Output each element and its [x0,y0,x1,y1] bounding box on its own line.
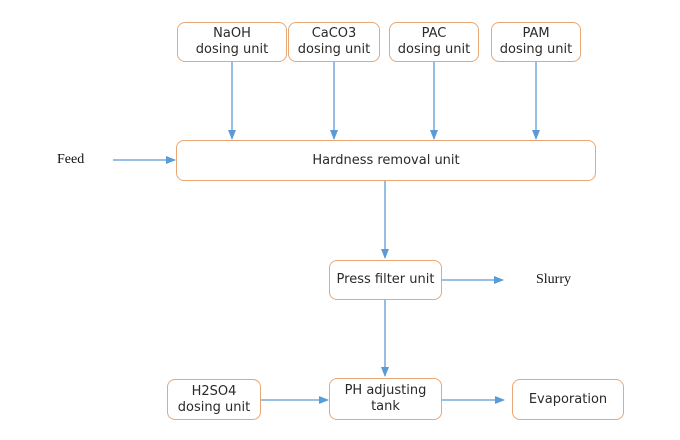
pac-dosing-unit-box: PAC dosing unit [389,22,479,62]
pac-dosing-unit-line1: PAC [421,26,447,42]
h2so4-dosing-unit-line2: dosing unit [177,399,251,415]
feed-label: Feed [57,152,85,167]
pac-dosing-unit-line2: dosing unit [397,42,471,57]
evaporation-label: Evaporation [528,391,608,407]
caco3-dosing-unit-line2: dosing unit [297,42,371,57]
hardness-removal-unit-label: Hardness removal unit [312,152,460,168]
naoh-dosing-unit-box: NaOH dosing unit [177,22,287,62]
evaporation-box: Evaporation [512,379,624,420]
caco3-dosing-unit-line1: CaCO3 [311,26,357,42]
pam-dosing-unit-line1: PAM [522,26,550,42]
naoh-dosing-unit-line2: dosing unit [195,42,269,57]
slurry-label: Slurry [536,272,571,287]
h2so4-dosing-unit-box: H2SO4 dosing unit [167,379,261,420]
press-filter-unit-box: Press filter unit [329,260,442,300]
pam-dosing-unit-line2: dosing unit [499,42,573,57]
naoh-dosing-unit-line1: NaOH [213,26,251,42]
ph-adjusting-tank-line2: tank [371,399,400,414]
ph-adjusting-tank-line1: PH adjusting [344,383,427,399]
pam-dosing-unit-box: PAM dosing unit [491,22,581,62]
press-filter-unit-label: Press filter unit [336,272,435,288]
hardness-removal-unit-box: Hardness removal unit [176,140,596,181]
caco3-dosing-unit-box: CaCO3 dosing unit [288,22,380,62]
h2so4-dosing-unit-line1: H2SO4 [191,383,237,399]
ph-adjusting-tank-box: PH adjusting tank [329,378,442,420]
